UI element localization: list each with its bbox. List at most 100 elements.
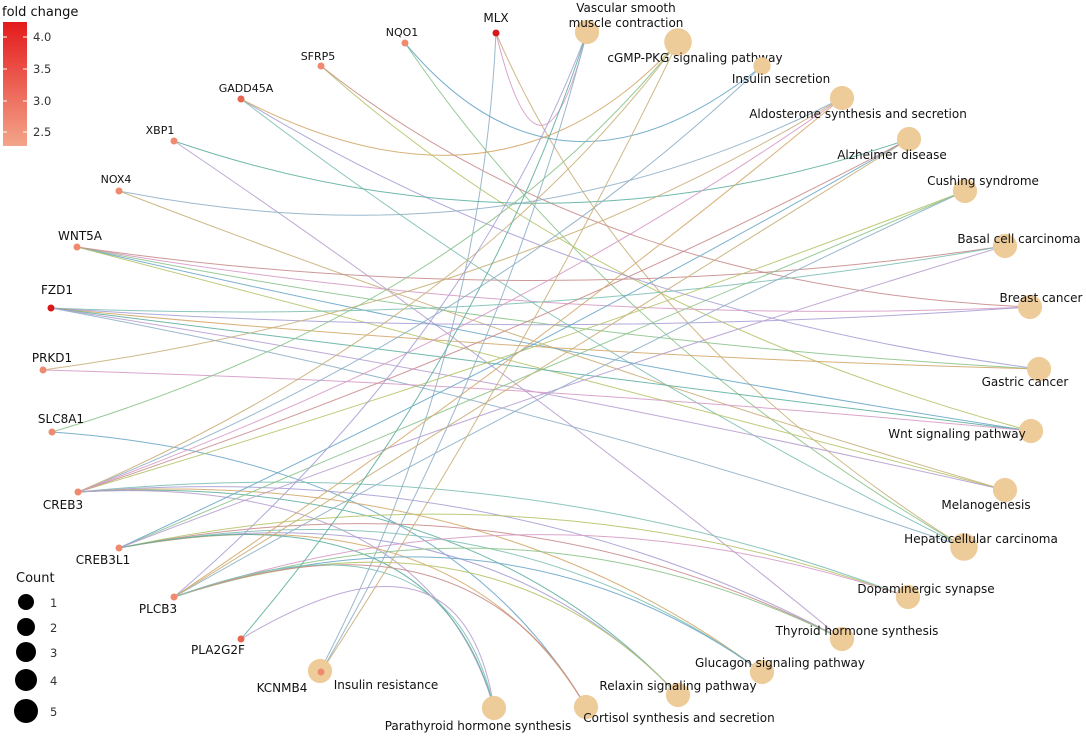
edge-plcb3-cortisol <box>173 564 587 708</box>
edges-layer <box>42 31 1040 709</box>
edge-nqo1-hcc <box>404 42 965 548</box>
count-legend-label: 3 <box>50 646 57 660</box>
edge-creb3-dopa <box>77 481 909 598</box>
pathway-label: Parathyroid hormone synthesis <box>385 719 572 733</box>
pathway-node-melano[interactable] <box>992 477 1018 503</box>
gene-node-xbp1[interactable] <box>170 137 178 145</box>
edge-plcb3-relaxin <box>173 561 679 696</box>
fold-change-tick: 3.0 <box>33 94 51 108</box>
fold-change-colorbar <box>3 22 27 146</box>
edge-plcb3-cush <box>173 190 966 598</box>
pathway-node-breast[interactable] <box>1017 294 1043 320</box>
count-legend-label: 1 <box>50 596 57 610</box>
gene-node-sfrp5[interactable] <box>317 62 325 70</box>
gene-label: PLA2G2F <box>191 643 245 657</box>
pathway-node-aldo[interactable] <box>829 85 855 111</box>
edge-plcb3-dopa <box>173 534 909 598</box>
gene-node-kcnmb4[interactable] <box>317 668 325 676</box>
gene-label: PRKD1 <box>32 351 72 365</box>
gene-label: SFRP5 <box>301 50 336 63</box>
gene-node-nqo1[interactable] <box>401 39 409 47</box>
pathway-node-pth[interactable] <box>481 695 507 721</box>
gene-node-mlx[interactable] <box>492 29 500 37</box>
edge-creb3-ins_sec <box>77 65 763 493</box>
edge-creb3-cgmp <box>77 41 679 493</box>
pathway-node-hcc[interactable] <box>950 533 978 561</box>
gene-node-pla2g2f[interactable] <box>237 635 245 643</box>
gene-label: XBP1 <box>146 124 175 137</box>
edge-creb3l1-cush <box>118 190 966 549</box>
gene-label: PLCB3 <box>139 602 177 616</box>
pathway-node-cush[interactable] <box>952 178 978 204</box>
pathway-node-gastric[interactable] <box>1026 356 1052 382</box>
edge-prkd1-aldo <box>42 97 843 371</box>
edge-nqo1-ins_sec <box>404 42 763 143</box>
gene-label: CREB3L1 <box>76 553 131 567</box>
edge-wnt5a-bcc <box>76 245 1006 281</box>
pathway-node-dopa[interactable] <box>895 584 921 610</box>
edge-fzd1-hcc <box>50 307 965 548</box>
gene-label: WNT5A <box>58 229 103 243</box>
count-legend-label: 4 <box>50 674 57 688</box>
edge-prkd1-wnt <box>42 369 1032 432</box>
edge-creb3l1-dopa <box>118 513 909 598</box>
edge-creb3l1-bcc <box>118 245 1006 549</box>
pathway-node-ins_sec[interactable] <box>753 57 771 75</box>
edge-creb3l1-glucagon <box>118 528 763 673</box>
gene-node-creb3[interactable] <box>74 488 82 496</box>
gene-label: SLC8A1 <box>38 412 84 426</box>
edge-creb3-pth <box>77 490 495 709</box>
edge-plcb3-aldo <box>173 97 843 598</box>
pathway-node-wnt[interactable] <box>1018 418 1044 444</box>
pathway-node-cgmp[interactable] <box>664 28 692 56</box>
gene-node-fzd1[interactable] <box>47 304 55 312</box>
gene-node-wnt5a[interactable] <box>73 243 81 251</box>
gene-label: GADD45A <box>219 82 274 95</box>
edge-sfrp5-breast <box>320 65 1031 308</box>
count-legend-dot-3 <box>16 642 36 662</box>
edge-sfrp5-wnt <box>320 65 1032 432</box>
edge-creb3l1-thyroid <box>118 523 843 640</box>
pathway-node-relaxin[interactable] <box>665 682 691 708</box>
count-legend-dot-1 <box>18 594 34 610</box>
gene-node-prkd1[interactable] <box>39 366 47 374</box>
gene-node-creb3l1[interactable] <box>115 544 123 552</box>
pathway-label: Cushing syndrome <box>927 174 1039 188</box>
gene-label: MLX <box>483 11 508 25</box>
edge-kcnmb4-vsmc <box>320 31 588 673</box>
gene-node-plcb3[interactable] <box>170 593 178 601</box>
pathway-label: Wnt signaling pathway <box>888 427 1025 441</box>
gene-node-gadd45a[interactable] <box>237 95 245 103</box>
pathway-node-thyroid[interactable] <box>829 626 855 652</box>
pathway-node-cortisol[interactable] <box>573 694 599 720</box>
pathway-label: Dopaminergic synapse <box>857 582 994 596</box>
pathway-label: Thyroid hormone synthesis <box>775 624 939 638</box>
fold-change-legend-title: fold change <box>2 5 78 20</box>
edge-pla2g2f-vsmc <box>240 31 588 640</box>
pathway-node-glucagon[interactable] <box>749 659 775 685</box>
pathway-label: Glucagon signaling pathway <box>695 656 865 670</box>
edge-gadd45a-gastric <box>240 98 1040 370</box>
fold-change-tick: 3.5 <box>33 62 51 76</box>
count-legend-label: 5 <box>50 705 57 719</box>
gene-node-slc8a1[interactable] <box>48 428 56 436</box>
count-legend-dot-4 <box>15 669 37 691</box>
edge-creb3l1-pth <box>118 533 495 709</box>
edge-gadd45a-cgmp <box>240 41 679 156</box>
edge-creb3-thyroid <box>77 486 843 640</box>
gene-node-nox4[interactable] <box>115 187 123 195</box>
pathway-node-alz[interactable] <box>896 126 922 152</box>
edge-gadd45a-hcc <box>240 98 965 548</box>
edge-plcb3-alz <box>173 138 910 598</box>
edge-mlx-vsmc <box>495 31 588 126</box>
pathway-node-vsmc[interactable] <box>574 19 600 45</box>
pathway-label: Basal cell carcinoma <box>957 232 1080 246</box>
fold-change-legend: fold change 4.0 3.5 3.0 2.5 <box>2 5 78 146</box>
gene-label: NOX4 <box>101 173 132 186</box>
edge-wnt5a-breast <box>76 246 1031 312</box>
pathway-node-bcc[interactable] <box>992 233 1018 259</box>
pathway-label: Cortisol synthesis and secretion <box>583 711 774 725</box>
pathway-label: Gastric cancer <box>982 375 1069 389</box>
fold-change-tick: 2.5 <box>33 125 51 139</box>
